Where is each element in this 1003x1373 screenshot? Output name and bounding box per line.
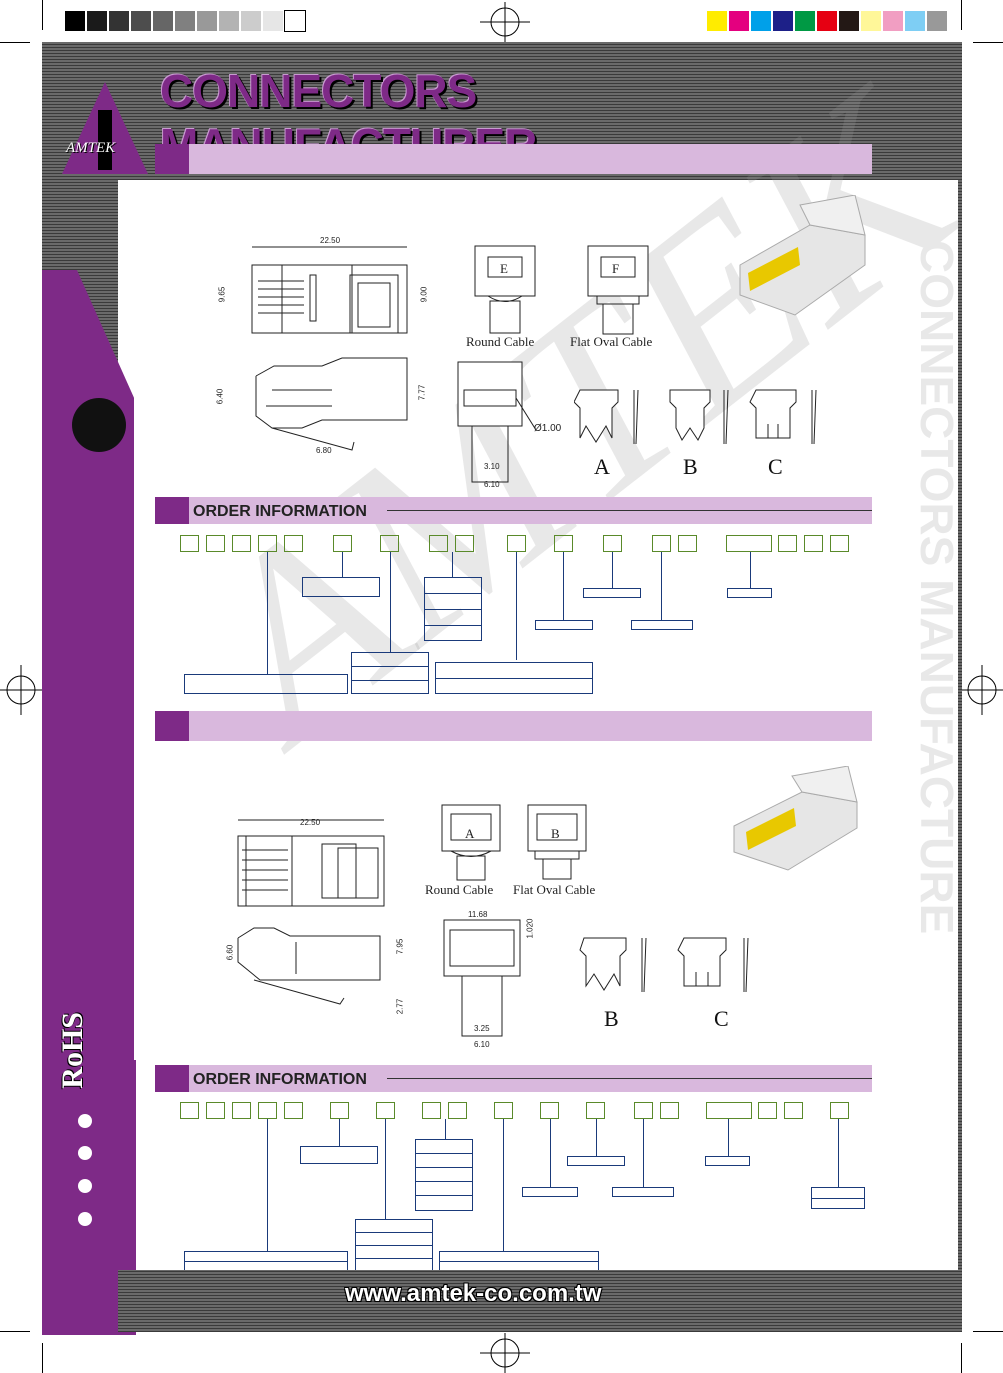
- cable-caption: Round Cable: [425, 882, 494, 897]
- cable-profile-round-2: [441, 804, 501, 881]
- registration-mark-right: [961, 665, 1003, 715]
- registration-mark-top: [480, 2, 530, 42]
- cable-caption: Flat Oval Cable: [513, 882, 596, 897]
- dim-label: 22.50: [300, 818, 321, 827]
- cable-letter: F: [612, 261, 620, 276]
- cable-letter: B: [551, 826, 560, 841]
- connector-front-view-1: [457, 361, 537, 483]
- contact-letter: B: [683, 454, 698, 479]
- order-info-band-2: ORDER INFORMATION: [155, 1065, 872, 1092]
- dim-label: 22.50: [320, 236, 341, 245]
- dim-label: 1.020: [525, 918, 535, 939]
- logo-text: AMTEK: [66, 140, 116, 156]
- connector-top-view-1: [251, 246, 408, 334]
- grayscale-bar: [64, 10, 306, 32]
- crop-mark: [42, 0, 43, 30]
- dim-label: 7.95: [395, 938, 405, 955]
- crop-mark: [973, 1331, 1003, 1332]
- amtek-logo-icon: [62, 82, 148, 174]
- order-info-title: ORDER INFORMATION: [193, 503, 367, 520]
- dim-label: 9.65: [217, 286, 227, 303]
- connector-top-view-2: [237, 819, 385, 907]
- dim-label: 2.77: [395, 998, 405, 1015]
- purple-sidebar-strip: [118, 1060, 136, 1335]
- cable-caption: Flat Oval Cable: [570, 334, 653, 349]
- dim-label: 9.00: [419, 286, 429, 303]
- dim-label: 3.25: [474, 1024, 490, 1033]
- cable-profile-round: [474, 245, 536, 334]
- dim-label: 11.68: [468, 910, 488, 919]
- crop-mark: [961, 0, 962, 30]
- dim-label: 6.60: [225, 944, 235, 961]
- contact-letter: B: [604, 1006, 619, 1031]
- color-bar: [706, 10, 948, 32]
- crop-mark: [0, 42, 30, 43]
- crop-mark: [961, 1343, 962, 1373]
- registration-mark-bottom: [480, 1333, 530, 1373]
- cable-profile-flat: [587, 245, 649, 335]
- bullet-dot: [78, 1114, 92, 1128]
- contact-letter: C: [768, 454, 783, 479]
- crop-mark: [0, 1331, 30, 1332]
- connector-photo-2: [733, 766, 858, 871]
- registration-mark-left: [0, 665, 42, 715]
- dim-label: 6.80: [316, 446, 332, 455]
- vertical-brand-text: CONNECTORS MANUFACTURE: [911, 240, 963, 935]
- cable-profile-flat-2: [527, 804, 587, 880]
- dim-label: 6.40: [215, 388, 225, 405]
- dim-label: Ø1.00: [534, 423, 562, 434]
- cable-caption: Round Cable: [466, 334, 535, 349]
- contact-types-1: [574, 389, 817, 445]
- rohs-label: RoHS: [56, 1012, 89, 1089]
- bullet-dot: [78, 1146, 92, 1160]
- connector-front-view-2: [443, 919, 521, 1037]
- page-title: CONNECTORS MANUFACTURER: [160, 65, 537, 171]
- dim-label: 3.10: [484, 462, 500, 471]
- cable-letter: A: [465, 826, 475, 841]
- footer-band: [118, 1270, 958, 1332]
- section-band-1: [155, 144, 872, 174]
- order-info-band-1: ORDER INFORMATION: [155, 497, 872, 524]
- contact-types-2: [579, 937, 749, 993]
- product-badge: [72, 398, 126, 452]
- dim-label: 7.77: [417, 384, 427, 401]
- crop-mark: [42, 1343, 43, 1373]
- connector-side-view-2: [237, 927, 381, 1005]
- bullet-dot: [78, 1212, 92, 1226]
- contact-letter: C: [714, 1006, 729, 1031]
- website-link[interactable]: www.amtek-co.com.tw: [345, 1280, 602, 1307]
- crop-mark: [973, 42, 1003, 43]
- contact-letter: A: [594, 454, 610, 479]
- section-band-2: [155, 711, 872, 741]
- order-info-title: ORDER INFORMATION: [193, 1071, 367, 1088]
- cable-letter: E: [500, 261, 508, 276]
- dim-label: 6.10: [484, 480, 500, 489]
- connector-side-view-1: [255, 357, 408, 451]
- dim-label: 6.10: [474, 1040, 490, 1049]
- connector-photo-1: [739, 195, 866, 316]
- bullet-dot: [78, 1179, 92, 1193]
